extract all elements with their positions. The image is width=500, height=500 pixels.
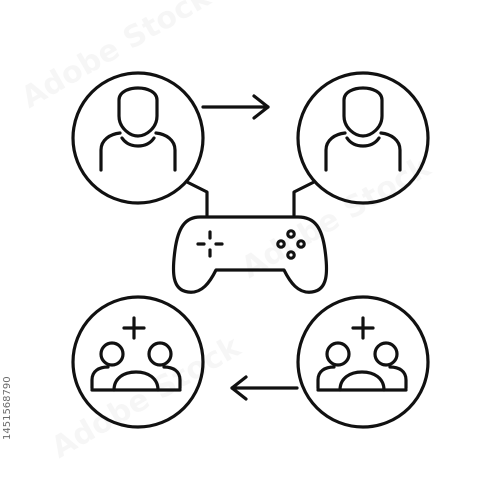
top-left-user-circle: [71, 71, 205, 205]
bottom-right-add-group-circle: [296, 295, 430, 429]
bottom-left-add-group-circle: [71, 295, 205, 429]
stock-id-watermark: 1451568790: [2, 376, 13, 440]
arrow-right-icon: [201, 94, 270, 120]
gamepad-icon: [171, 215, 329, 294]
user-icon: [99, 86, 177, 172]
connector-lines: [185, 180, 316, 217]
arrow-left-icon: [230, 375, 299, 401]
user-icon: [324, 86, 402, 172]
add-group-icon: [316, 316, 408, 392]
add-group-icon: [90, 316, 182, 392]
top-right-user-circle: [296, 71, 430, 205]
